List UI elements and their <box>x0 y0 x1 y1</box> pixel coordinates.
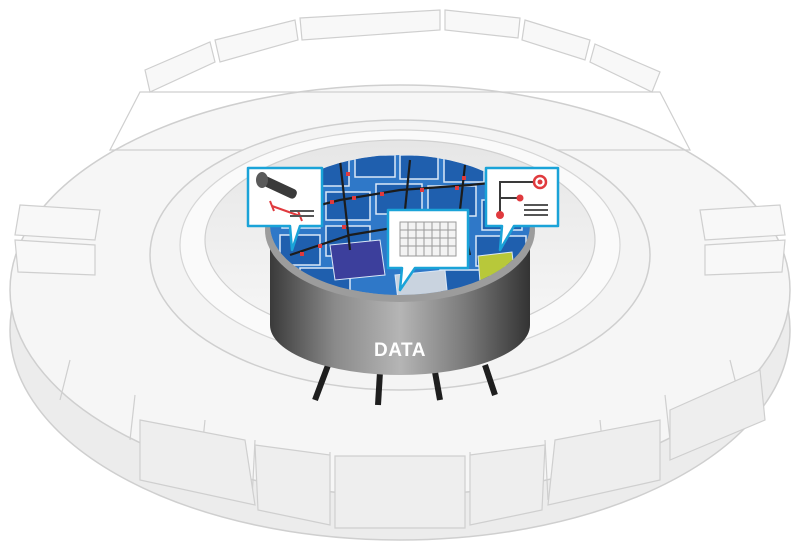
pipe-measure-callout <box>246 166 324 252</box>
back-segments <box>109 9 691 151</box>
front-segments <box>139 369 766 529</box>
network-node-icon <box>496 174 548 219</box>
table-callout <box>386 208 470 292</box>
connector-spokes <box>312 358 498 406</box>
side-segments <box>14 204 786 276</box>
network-callout <box>484 166 560 252</box>
pipe-measure-icon <box>256 172 314 222</box>
table-grid-icon <box>399 221 457 257</box>
data-label: DATA <box>374 340 426 361</box>
